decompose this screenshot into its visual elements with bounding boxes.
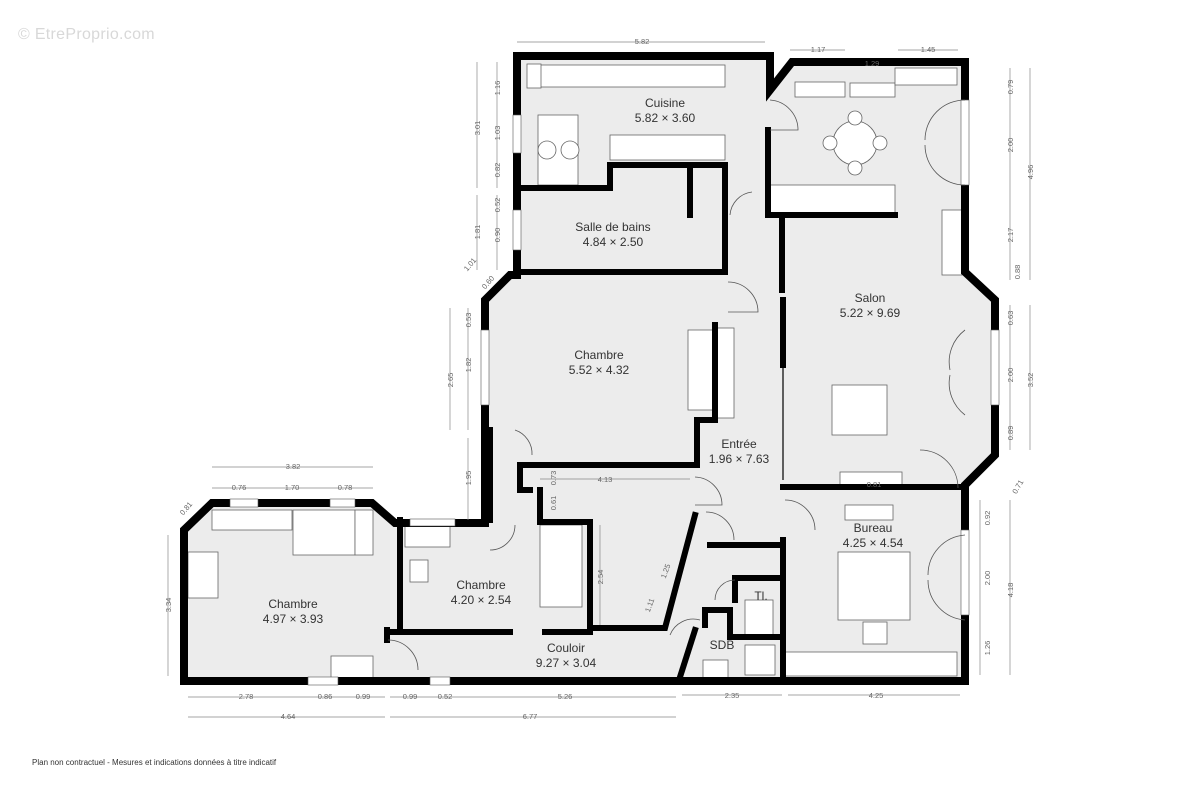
room-size-salle-de-bains: 4.84 × 2.50: [583, 235, 644, 249]
dim-label: 1.95: [464, 471, 473, 486]
dim-label: 3.34: [164, 598, 173, 613]
dim-label: 4.13: [598, 475, 613, 484]
dim-label: 1.01: [462, 256, 478, 273]
dim-label: 0.76: [232, 483, 247, 492]
dim-label: 0.89: [1006, 426, 1015, 441]
dim-label: 2.00: [1006, 368, 1015, 383]
dim-label: 0.78: [338, 483, 353, 492]
dim-label: 0.52: [438, 692, 453, 701]
dim-label: 3.82: [286, 462, 301, 471]
dim-label: 0.73: [549, 471, 558, 486]
room-name-salon: Salon: [855, 291, 886, 305]
watermark-logo: © EtreProprio.com: [18, 26, 155, 43]
room-name-chambre-3: Chambre: [456, 578, 506, 592]
dim-label: 1.70: [285, 483, 300, 492]
dim-label: 0.53: [464, 313, 473, 328]
windows: [229, 99, 1000, 686]
room-name-wc: Tl.: [754, 589, 767, 603]
room-size-chambre-1: 5.52 × 4.32: [569, 363, 630, 377]
dim-label: 0.52: [493, 198, 502, 213]
room-size-entree: 1.96 × 7.63: [709, 452, 770, 466]
dim-label: 2.54: [596, 570, 605, 585]
dim-label: 0.81: [178, 500, 194, 517]
dim-label: 1.45: [921, 45, 936, 54]
dim-label: 5.26: [558, 692, 573, 701]
room-size-chambre-3: 4.20 × 2.54: [451, 593, 512, 607]
dim-label: 4.96: [1026, 165, 1035, 180]
dim-label: 0.99: [403, 692, 418, 701]
dim-label: 0.88: [1013, 265, 1022, 280]
dim-label: 0.99: [356, 692, 371, 701]
dim-label: 2.17: [1006, 228, 1015, 243]
dim-label: 4.64: [281, 712, 296, 721]
dim-label: 5.82: [635, 37, 650, 46]
dim-label: 0.71: [1010, 478, 1025, 495]
furniture: [187, 63, 963, 679]
room-size-chambre-2: 4.97 × 3.93: [263, 612, 324, 626]
dim-label: 3.52: [1026, 373, 1035, 388]
dimension-lines: [167, 41, 1031, 718]
dim-label: 1.29: [865, 59, 880, 68]
dim-label: 1.81: [473, 225, 482, 240]
room-labels: Cuisine 5.82 × 3.60 Salle de bains 4.84 …: [263, 96, 904, 670]
room-name-chambre-1: Chambre: [574, 348, 624, 362]
room-name-bureau: Bureau: [854, 521, 893, 535]
dim-label: 1.17: [811, 45, 826, 54]
dim-label: 2.00: [1006, 138, 1015, 153]
dim-label: 0.81: [867, 480, 882, 489]
disclaimer-footer: Plan non contractuel - Mesures et indica…: [32, 758, 277, 767]
room-name-cuisine: Cuisine: [645, 96, 685, 110]
dim-label: 4.25: [869, 691, 884, 700]
dim-label: 0.61: [549, 496, 558, 511]
dim-label: 0.90: [493, 228, 502, 243]
dim-label: 2.78: [239, 692, 254, 701]
dim-label: 0.82: [493, 163, 502, 178]
dim-label: 0.63: [1006, 311, 1015, 326]
dim-label: 2.35: [725, 691, 740, 700]
dim-label: 3.01: [473, 121, 482, 136]
room-name-couloir: Couloir: [547, 641, 585, 655]
dim-label: 1.16: [493, 81, 502, 96]
dim-label: 1.26: [983, 641, 992, 656]
room-size-salon: 5.22 × 9.69: [840, 306, 901, 320]
dim-label: 0.92: [983, 511, 992, 526]
interior-walls: [384, 127, 968, 684]
dimension-labels: 5.82 1.17 1.29 1.45 0.79 2.00 4.96 2.17 …: [164, 37, 1035, 721]
room-name-sdb: SDB: [710, 638, 735, 652]
doors: [387, 99, 966, 671]
room-size-cuisine: 5.82 × 3.60: [635, 111, 696, 125]
room-size-couloir: 9.27 × 3.04: [536, 656, 597, 670]
room-name-chambre-2: Chambre: [268, 597, 318, 611]
dim-label: 2.00: [983, 571, 992, 586]
dim-label: 6.77: [523, 712, 538, 721]
dim-label: 0.86: [318, 692, 333, 701]
dim-label: 4.18: [1006, 583, 1015, 598]
dim-label: 0.79: [1006, 80, 1015, 95]
room-name-entree: Entrée: [721, 437, 757, 451]
dim-label: 1.82: [464, 358, 473, 373]
room-name-salle-de-bains: Salle de bains: [575, 220, 650, 234]
dim-label: 2.65: [446, 373, 455, 388]
dim-label: 1.03: [493, 126, 502, 141]
room-size-bureau: 4.25 × 4.54: [843, 536, 904, 550]
